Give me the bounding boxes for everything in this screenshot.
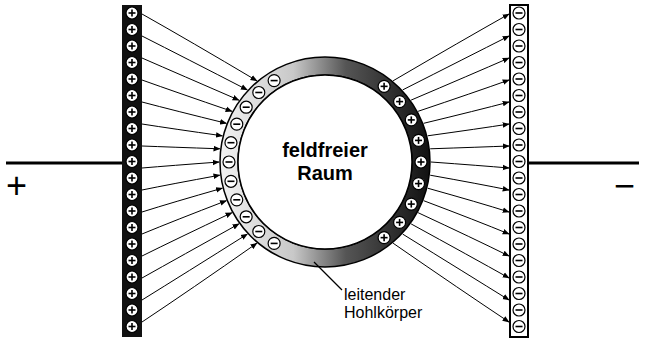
inner-cavity <box>238 75 412 249</box>
minus-charge <box>268 237 280 249</box>
minus-charge <box>513 172 525 184</box>
minus-charge <box>513 238 525 250</box>
plus-charge <box>126 40 138 52</box>
field-free-cavity: feldfreier Raum <box>240 77 410 247</box>
minus-charge <box>513 123 525 135</box>
minus-charge <box>513 156 525 168</box>
minus-charge <box>513 7 525 19</box>
minus-charge <box>240 211 252 223</box>
wire <box>528 162 639 165</box>
plus-charge <box>126 304 138 316</box>
plus-charge <box>394 96 406 108</box>
minus-charge <box>513 106 525 118</box>
minus-charge <box>253 226 265 238</box>
minus-charge <box>225 175 237 187</box>
plus-charge <box>378 232 390 244</box>
leader-line <box>314 262 342 290</box>
minus-charge <box>513 271 525 283</box>
callout-label: leitender Hohlkörper <box>344 286 454 321</box>
plus-charge <box>126 222 138 234</box>
minus-charge <box>513 24 525 36</box>
plus-charge <box>126 57 138 69</box>
plus-charge <box>126 156 138 168</box>
plus-charge <box>126 271 138 283</box>
polarity-sign: + <box>6 166 27 206</box>
region-label: feldfreier Raum <box>266 139 384 185</box>
plus-charge <box>394 216 406 228</box>
plus-charge <box>126 255 138 267</box>
plus-charge <box>126 189 138 201</box>
plus-charge <box>126 73 138 85</box>
plus-charge <box>126 139 138 151</box>
minus-charge <box>513 321 525 333</box>
polarity-sign: − <box>614 166 635 206</box>
plus-charge <box>405 114 417 126</box>
plus-charge <box>126 238 138 250</box>
minus-charge <box>513 222 525 234</box>
minus-charge <box>268 75 280 87</box>
minus-charge <box>513 90 525 102</box>
plus-charge <box>378 80 390 92</box>
minus-charge <box>513 139 525 151</box>
minus-charge <box>513 304 525 316</box>
minus-charge <box>225 137 237 149</box>
plus-charge <box>415 156 427 168</box>
negative-plate <box>510 5 528 337</box>
charges <box>126 7 525 333</box>
plus-charge <box>126 123 138 135</box>
minus-charge <box>513 288 525 300</box>
wire <box>6 162 122 165</box>
plus-charge <box>126 90 138 102</box>
plus-charge <box>126 7 138 19</box>
minus-charge <box>240 101 252 113</box>
plus-charge <box>126 106 138 118</box>
plus-charge <box>126 321 138 333</box>
plus-charge <box>126 24 138 36</box>
minus-charge <box>231 194 243 206</box>
field-lines <box>142 14 509 322</box>
plus-charge <box>413 134 425 146</box>
positive-plate <box>122 5 142 337</box>
plus-charge <box>413 178 425 190</box>
minus-charge <box>231 118 243 130</box>
minus-charge <box>513 40 525 52</box>
minus-charge <box>253 86 265 98</box>
plus-charge <box>126 205 138 217</box>
plus-charge <box>126 172 138 184</box>
minus-charge <box>513 189 525 201</box>
plus-charge <box>405 198 417 210</box>
minus-charge <box>513 73 525 85</box>
conductive-ring <box>220 57 430 267</box>
plus-charge <box>126 288 138 300</box>
minus-charge <box>223 156 235 168</box>
minus-charge <box>513 205 525 217</box>
minus-charge <box>513 255 525 267</box>
minus-charge <box>513 57 525 69</box>
